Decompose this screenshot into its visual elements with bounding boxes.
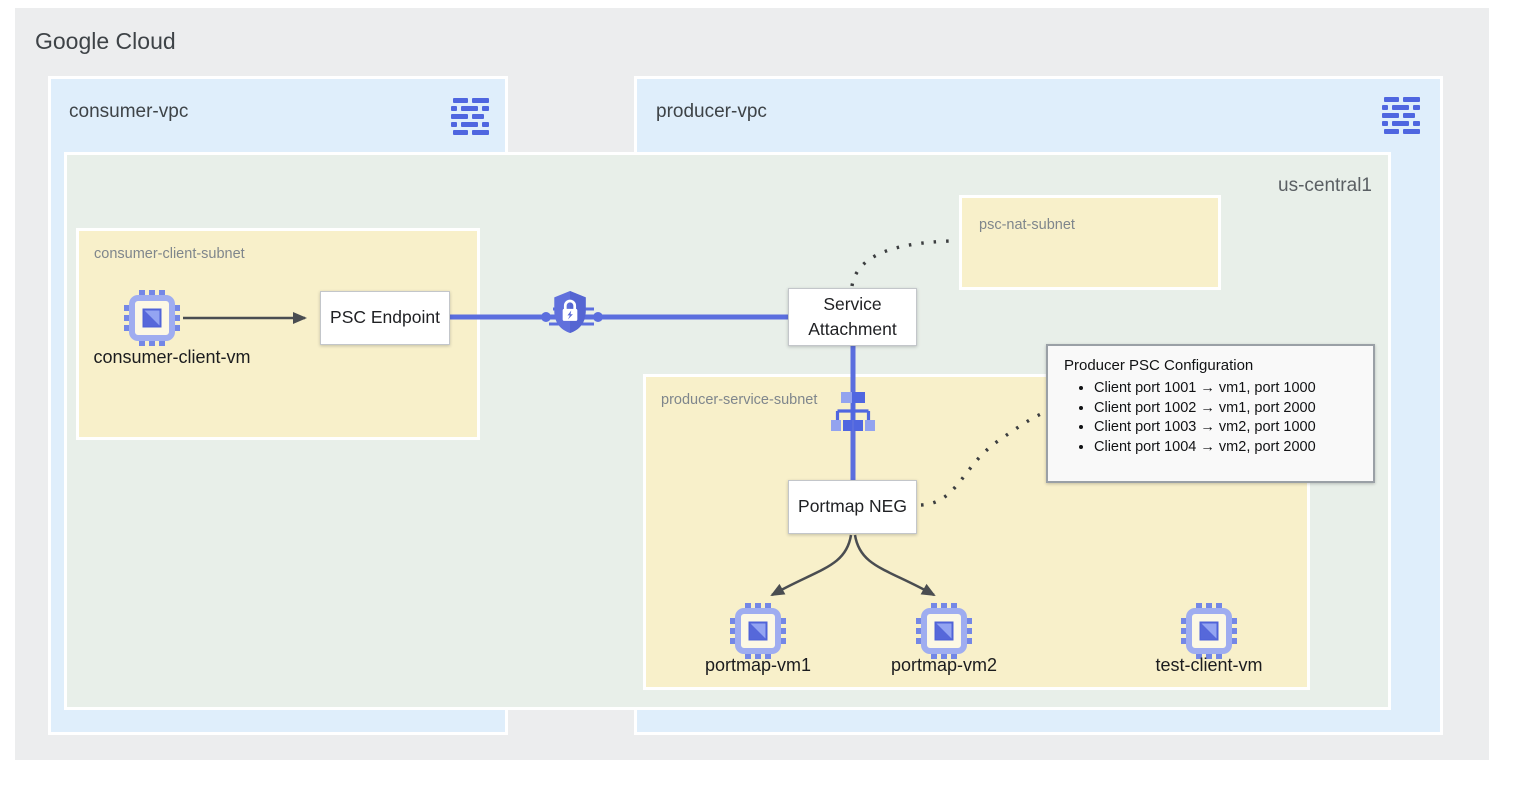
compute-vm-icon bbox=[1181, 603, 1237, 659]
producer-psc-configuration-list: Client port 1001 → vm1, port 1000 Client… bbox=[1064, 379, 1359, 457]
producer-psc-configuration-box: Producer PSC Configuration Client port 1… bbox=[1046, 344, 1375, 483]
compute-vm-icon bbox=[730, 603, 786, 659]
config-item: Client port 1002 → vm1, port 2000 bbox=[1094, 399, 1359, 419]
producer-psc-configuration-title: Producer PSC Configuration bbox=[1064, 357, 1254, 374]
vpc-network-icon bbox=[451, 98, 489, 135]
test-client-vm-label: test-client-vm bbox=[1155, 655, 1263, 675]
region-label: us-central1 bbox=[1278, 175, 1372, 196]
consumer-client-vm-label: consumer-client-vm bbox=[93, 347, 251, 367]
shield-lock-icon bbox=[554, 291, 586, 333]
config-item: Client port 1001 → vm1, port 1000 bbox=[1094, 379, 1359, 399]
portmap-neg-label: Portmap NEG bbox=[798, 496, 907, 517]
vpc-network-icon bbox=[1382, 97, 1420, 134]
consumer-vpc-label: consumer-vpc bbox=[69, 101, 189, 122]
config-item: Client port 1003 → vm2, port 1000 bbox=[1094, 418, 1359, 438]
portmap-vm2-label: portmap-vm2 bbox=[890, 655, 998, 675]
portmap-neg-node: Portmap NEG bbox=[788, 480, 917, 534]
psc-endpoint-label: PSC Endpoint bbox=[330, 307, 440, 328]
producer-vpc-label: producer-vpc bbox=[656, 101, 767, 122]
psc-nat-subnet-box: psc-nat-subnet bbox=[959, 195, 1221, 290]
google-cloud-title: Google Cloud bbox=[35, 28, 176, 54]
consumer-client-subnet-label: consumer-client-subnet bbox=[94, 246, 245, 262]
psc-endpoint-node: PSC Endpoint bbox=[320, 291, 450, 345]
config-item: Client port 1004 → vm2, port 2000 bbox=[1094, 438, 1359, 458]
portmap-vm1-label: portmap-vm1 bbox=[704, 655, 812, 675]
load-balancer-icon bbox=[831, 392, 875, 431]
psc-nat-subnet-label: psc-nat-subnet bbox=[979, 217, 1075, 233]
service-attachment-node: Service Attachment bbox=[788, 288, 917, 346]
service-attachment-label: Service Attachment bbox=[808, 293, 897, 339]
compute-vm-icon bbox=[916, 603, 972, 659]
compute-vm-icon bbox=[124, 290, 180, 346]
producer-service-subnet-label: producer-service-subnet bbox=[661, 392, 818, 408]
